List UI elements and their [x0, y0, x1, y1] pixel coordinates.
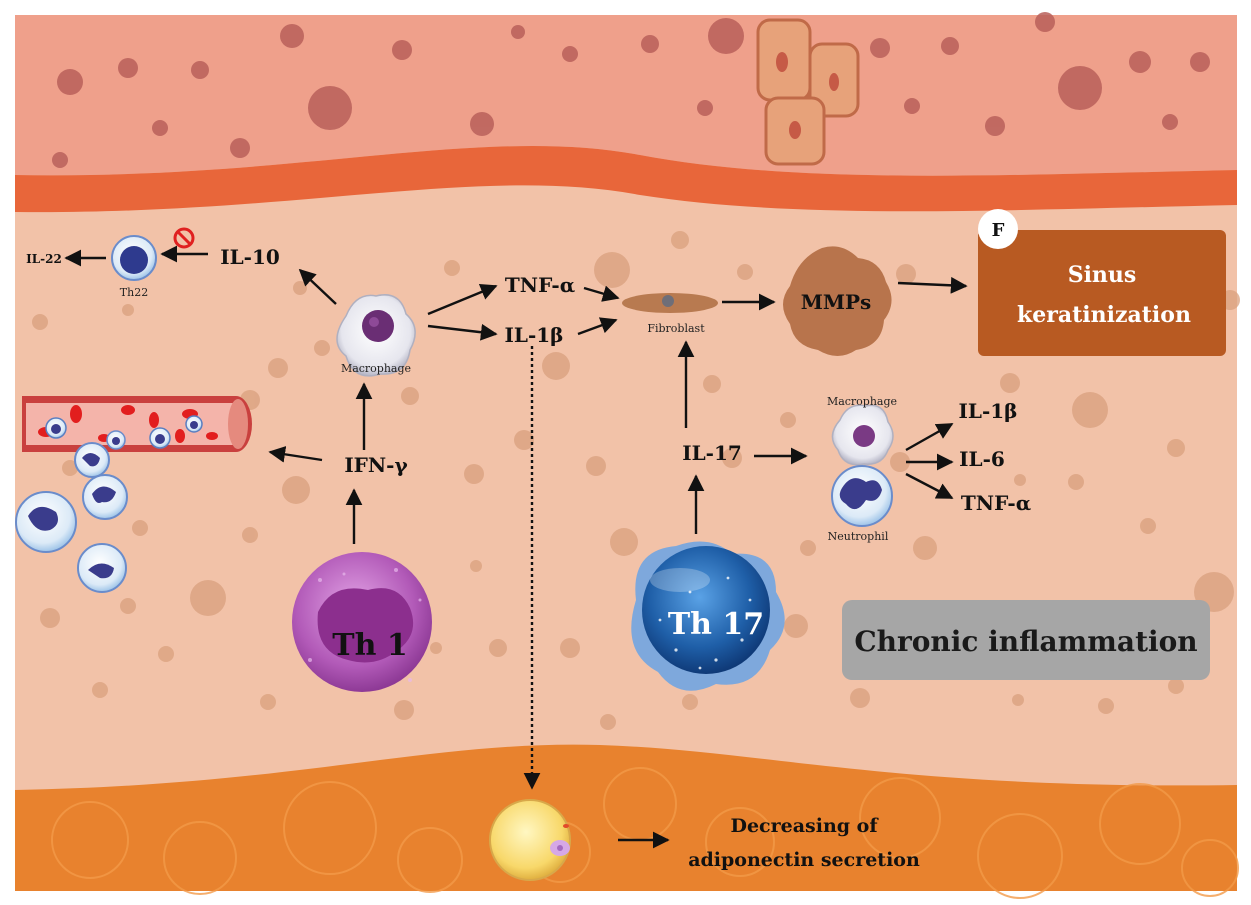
skin-dots	[52, 12, 1210, 168]
fat-texture	[51, 767, 1239, 899]
il17-label: IL-17	[682, 441, 742, 465]
inhibition-icon	[173, 227, 195, 249]
arrow-cells-tnf	[905, 472, 954, 500]
fibroblast-label: Fibroblast	[647, 322, 705, 335]
outcome-line2: keratinization	[1017, 302, 1191, 328]
mmps-label: MMPs	[801, 290, 872, 314]
tissue-dots	[32, 231, 1240, 730]
arrow-mac-tnf	[427, 283, 498, 316]
arrow-mmps-box	[897, 276, 968, 294]
arrow-ifn-vessel	[268, 445, 323, 463]
blood-vessel	[22, 396, 252, 452]
arrows	[64, 245, 968, 849]
il10-label: IL-10	[220, 245, 280, 269]
th1-label: Th 1	[332, 628, 407, 663]
macrophage-top-label: Macrophage	[341, 362, 411, 375]
th17-cell	[631, 541, 785, 691]
il1b-top-label: IL-1β	[505, 323, 564, 347]
tnf-top-label: TNF-α	[505, 273, 575, 297]
chronic-box	[842, 600, 1210, 680]
arrow-cells-il1b	[905, 422, 954, 452]
outcome-box	[978, 230, 1226, 356]
skin-layer	[15, 15, 1237, 176]
outcome-line1: Sinus	[1068, 262, 1137, 288]
panel-letter-badge	[978, 209, 1018, 249]
skin-band	[15, 145, 1237, 213]
arrow-tnf-fibro	[583, 285, 620, 302]
th22-cell	[111, 235, 157, 281]
il22-label: IL-22	[26, 252, 62, 266]
fibroblast-cell	[622, 293, 718, 313]
il1b-right-label: IL-1β	[959, 399, 1018, 423]
panel-letter: F	[992, 220, 1005, 241]
arrow-mac-il10	[298, 268, 337, 305]
il6-label: IL-6	[959, 447, 1005, 471]
neutrophil-label: Neutrophil	[828, 530, 889, 543]
macrophage-right-label: Macrophage	[827, 395, 897, 408]
mmps-blob	[783, 246, 892, 356]
tnf-right-label: TNF-α	[961, 491, 1031, 515]
ifn-label: IFN-γ	[344, 453, 408, 477]
adipo-line2: adiponectin secretion	[688, 849, 920, 871]
neutrophil-cell	[831, 465, 893, 527]
th17-label: Th 17	[668, 607, 764, 642]
adipocyte-cell	[489, 799, 571, 881]
macrophage-top-cell	[336, 294, 416, 377]
th1-cell	[292, 552, 432, 692]
keratinocyte-cluster	[756, 18, 860, 166]
arrow-il1b-fibro	[577, 317, 618, 336]
chronic-label: Chronic inflammation	[854, 625, 1197, 658]
adipo-line1: Decreasing of	[730, 815, 879, 837]
fat-layer	[15, 744, 1237, 891]
arrow-mac-il1b	[427, 323, 498, 341]
leukocytes	[15, 430, 128, 593]
th22-label: Th22	[120, 286, 148, 299]
macrophage-right-cell	[831, 404, 894, 466]
